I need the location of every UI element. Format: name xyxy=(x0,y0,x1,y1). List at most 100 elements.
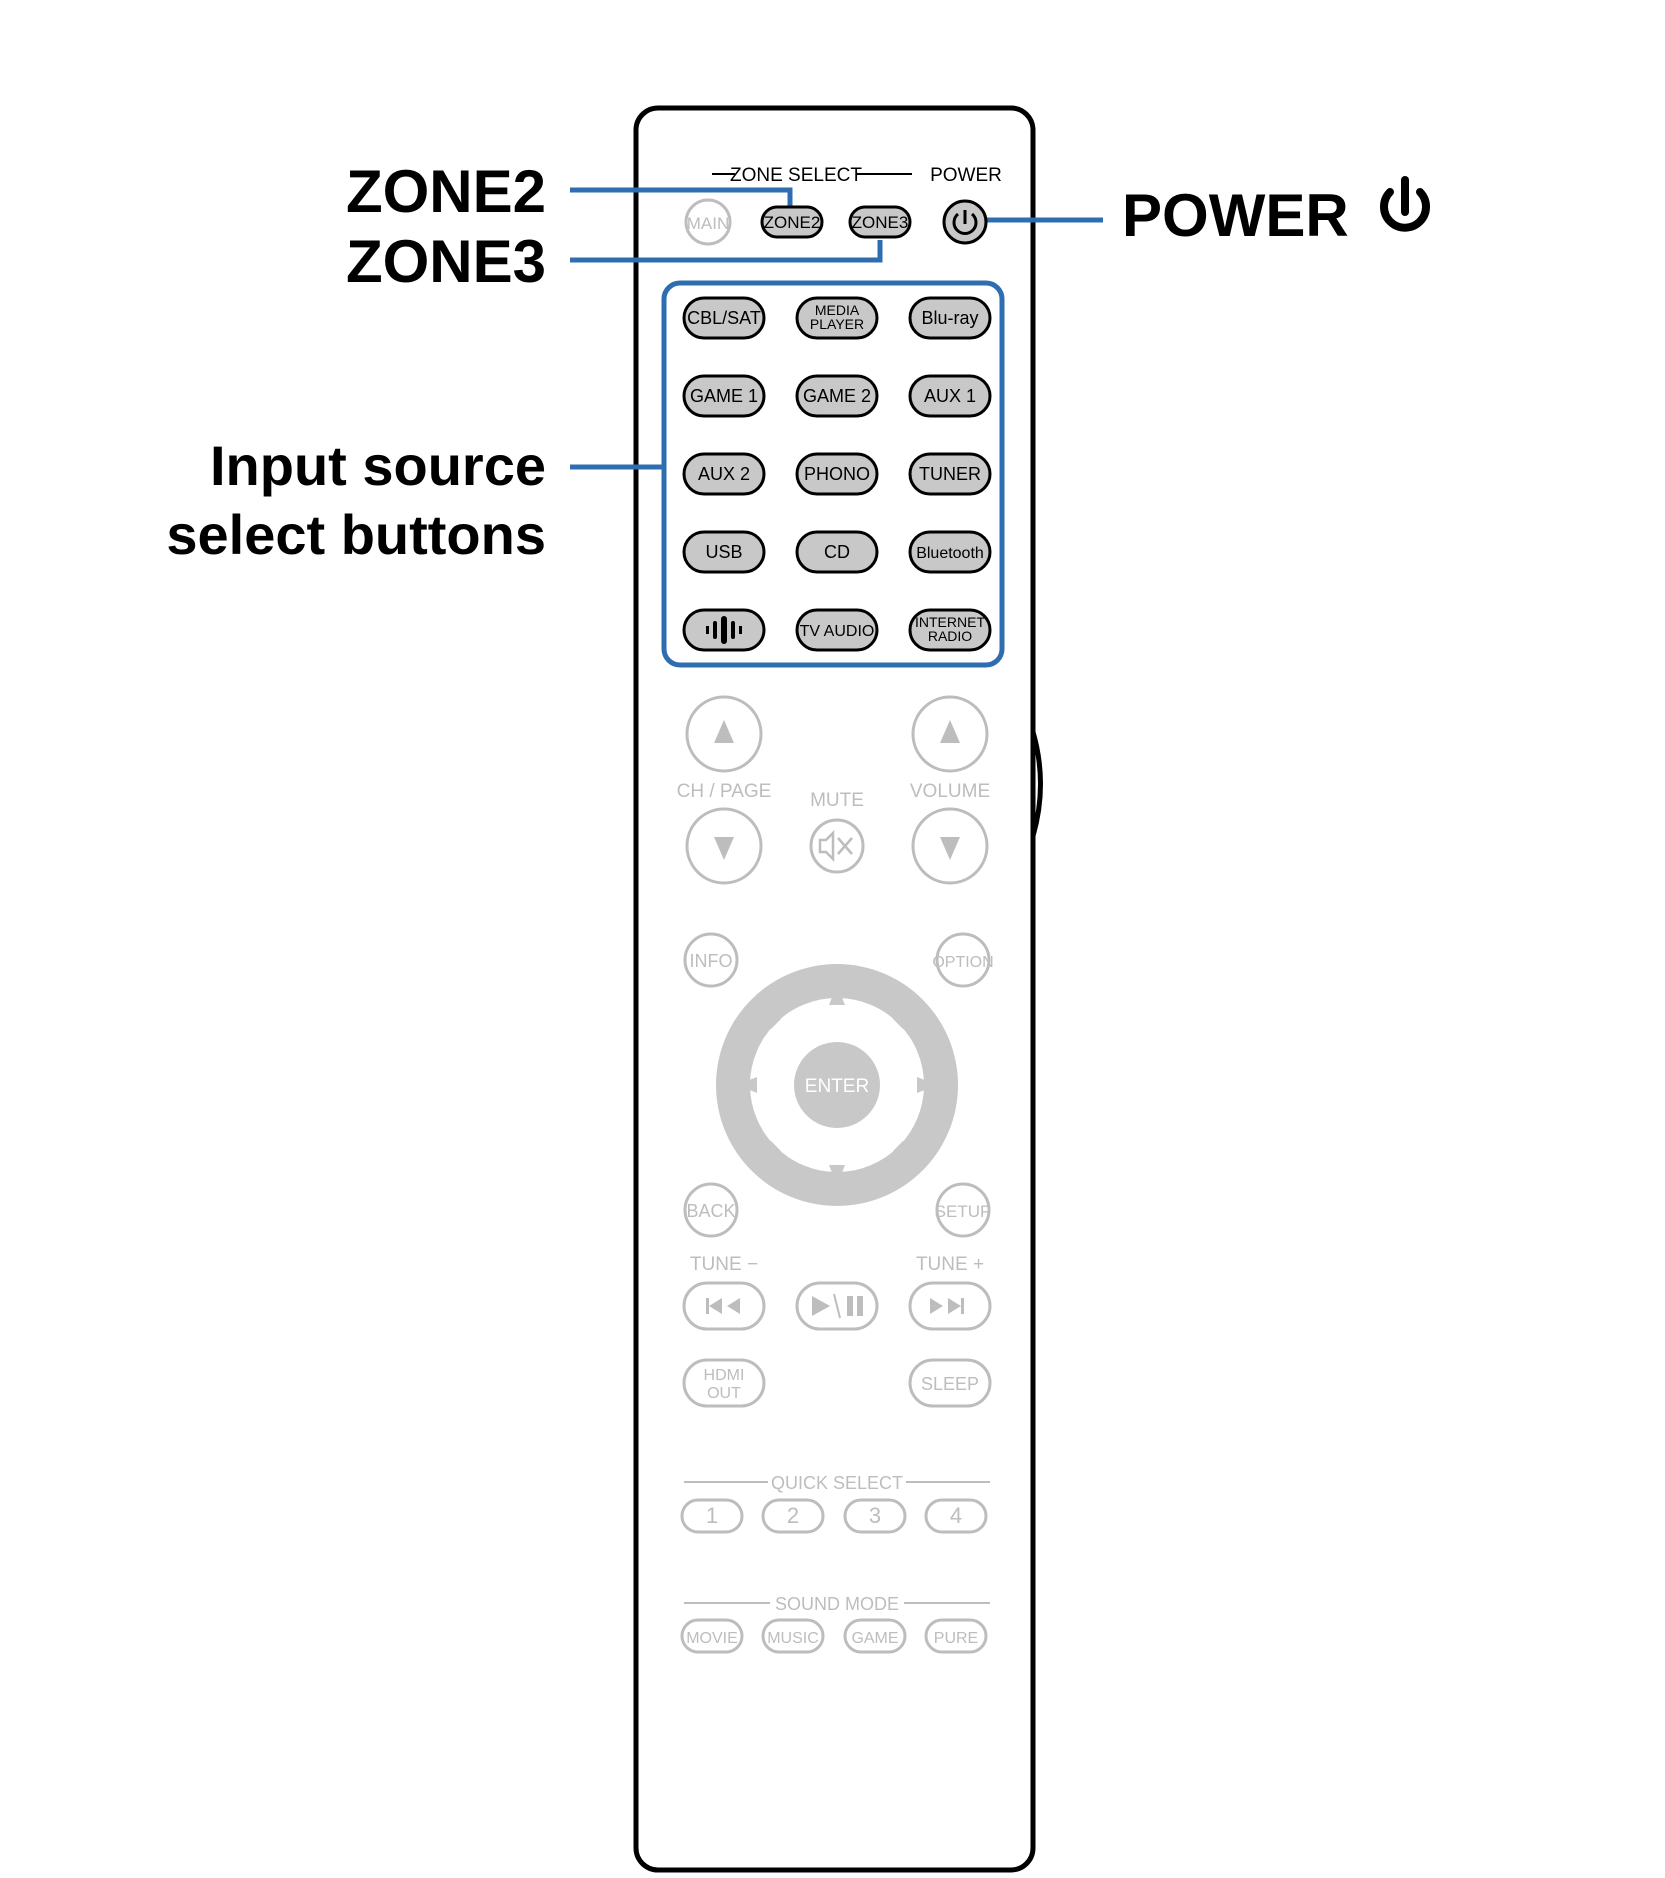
aux-2-label: AUX 2 xyxy=(698,464,750,484)
info-button[interactable]: INFO xyxy=(683,932,739,988)
back-button[interactable]: BACK xyxy=(683,1182,739,1238)
sound-mode-label: SOUND MODE xyxy=(775,1594,899,1614)
svg-text:MOVIE: MOVIE xyxy=(686,1630,738,1647)
svg-text:MUSIC: MUSIC xyxy=(767,1630,819,1647)
sound-mode-pure-button[interactable]: PURE xyxy=(924,1618,988,1654)
game-1-button[interactable]: GAME 1 xyxy=(682,374,766,418)
volume-down-button[interactable] xyxy=(911,807,989,885)
media-player-label: PLAYER xyxy=(810,316,864,332)
quick-select-4-button[interactable]: 4 xyxy=(924,1498,988,1534)
svg-text:4: 4 xyxy=(950,1503,962,1528)
quick-select-1-button[interactable]: 1 xyxy=(680,1498,744,1534)
callout-line-zone2 xyxy=(570,187,793,207)
tuner-button[interactable]: TUNER xyxy=(908,452,992,496)
sound-mode-game-button[interactable]: GAME xyxy=(843,1618,907,1654)
bluetooth-button[interactable]: Bluetooth xyxy=(908,530,992,574)
cbl-sat-button[interactable]: CBL/SAT xyxy=(682,296,766,340)
cd-label: CD xyxy=(824,542,850,562)
ch-up-button[interactable] xyxy=(685,695,763,773)
zone-select-label: ZONE SELECT xyxy=(730,165,862,186)
previous-icon xyxy=(706,1298,740,1314)
quick-select-2-button[interactable]: 2 xyxy=(761,1498,825,1534)
next-button[interactable] xyxy=(908,1281,992,1331)
tv-audio-button[interactable]: TV AUDIO xyxy=(795,608,879,652)
mute-icon xyxy=(818,829,853,863)
internet-radio-label: RADIO xyxy=(928,628,972,644)
tv-audio-label: TV AUDIO xyxy=(800,623,875,640)
mute-button[interactable] xyxy=(809,818,865,874)
svg-text:PURE: PURE xyxy=(934,1630,978,1647)
cd-button[interactable]: CD xyxy=(795,530,879,574)
aux-1-button[interactable]: AUX 1 xyxy=(908,374,992,418)
zone2-button[interactable]: ZONE2 xyxy=(760,205,824,239)
zone3-button[interactable]: ZONE3 xyxy=(848,205,912,239)
usb-label: USB xyxy=(705,542,742,562)
tune-plus-label: TUNE + xyxy=(916,1254,984,1275)
svg-text:ZONE2: ZONE2 xyxy=(764,213,821,232)
media-player-label: MEDIA xyxy=(815,302,860,318)
dpad xyxy=(716,964,958,1206)
blu-ray-label: Blu-ray xyxy=(921,308,978,328)
aux-2-button[interactable]: AUX 2 xyxy=(682,452,766,496)
dpad-left[interactable] xyxy=(737,1077,757,1093)
svg-text:OUT: OUT xyxy=(707,1385,741,1402)
power-button[interactable] xyxy=(942,199,988,245)
remote-side-bump xyxy=(1030,731,1043,837)
input-source-highlight xyxy=(661,280,1005,668)
callout-input-line2: select buttons xyxy=(166,503,546,566)
sound-mode-movie-button[interactable]: MOVIE xyxy=(680,1618,744,1654)
callout-zone3: ZONE3 xyxy=(346,228,546,295)
svg-text:SLEEP: SLEEP xyxy=(921,1374,979,1394)
tuner-label: TUNER xyxy=(919,464,981,484)
ch-down-button[interactable] xyxy=(685,807,763,885)
callout-zone2: ZONE2 xyxy=(346,158,546,225)
hdmi-out-button[interactable]: HDMI OUT xyxy=(682,1358,766,1408)
dpad-down[interactable] xyxy=(829,1165,845,1185)
svg-text:ZONE3: ZONE3 xyxy=(852,213,909,232)
svg-text:GAME: GAME xyxy=(851,1630,898,1647)
phono-label: PHONO xyxy=(804,464,870,484)
sound-mode-music-button[interactable]: MUSIC xyxy=(761,1618,825,1654)
game-1-label: GAME 1 xyxy=(690,386,758,406)
sound-mode-buttons: MOVIE MUSIC GAME PURE xyxy=(680,1618,988,1654)
bluetooth-label: Bluetooth xyxy=(916,545,984,562)
setup-button[interactable]: SETUP xyxy=(935,1182,992,1238)
power-label: POWER xyxy=(930,165,1002,186)
svg-text:BACK: BACK xyxy=(686,1201,735,1221)
tune-minus-label: TUNE − xyxy=(690,1254,758,1275)
dpad-right[interactable] xyxy=(917,1077,937,1093)
volume-label: VOLUME xyxy=(910,781,990,802)
game-2-button[interactable]: GAME 2 xyxy=(795,374,879,418)
callout-lines xyxy=(570,187,1103,668)
dpad-up[interactable] xyxy=(829,985,845,1005)
enter-button[interactable]: ENTER xyxy=(805,1076,869,1097)
phono-button[interactable]: PHONO xyxy=(795,452,879,496)
svg-text:SETUP: SETUP xyxy=(935,1202,992,1221)
main-button[interactable]: MAIN xyxy=(684,198,732,246)
callout-power: POWER xyxy=(1122,182,1349,249)
cbl-sat-label: CBL/SAT xyxy=(687,308,761,328)
play-pause-button[interactable] xyxy=(795,1281,879,1331)
quick-select-3-button[interactable]: 3 xyxy=(843,1498,907,1534)
aux-1-label: AUX 1 xyxy=(924,386,976,406)
next-icon xyxy=(930,1298,964,1314)
previous-button[interactable] xyxy=(682,1281,766,1331)
callout-input-line1: Input source xyxy=(210,434,546,497)
mute-label: MUTE xyxy=(810,790,864,811)
usb-button[interactable]: USB xyxy=(682,530,766,574)
svg-text:3: 3 xyxy=(869,1503,881,1528)
quick-select-label: QUICK SELECT xyxy=(771,1473,903,1493)
heos-button[interactable] xyxy=(682,608,766,652)
game-2-label: GAME 2 xyxy=(803,386,871,406)
sleep-button[interactable]: SLEEP xyxy=(908,1358,992,1408)
svg-text:2: 2 xyxy=(787,1503,799,1528)
svg-text:HDMI: HDMI xyxy=(704,1367,745,1384)
internet-radio-label: INTERNET xyxy=(915,614,985,630)
play-pause-icon xyxy=(812,1293,863,1319)
volume-up-button[interactable] xyxy=(911,695,989,773)
blu-ray-button[interactable]: Blu-ray xyxy=(908,296,992,340)
option-button[interactable]: OPTION xyxy=(932,932,994,988)
